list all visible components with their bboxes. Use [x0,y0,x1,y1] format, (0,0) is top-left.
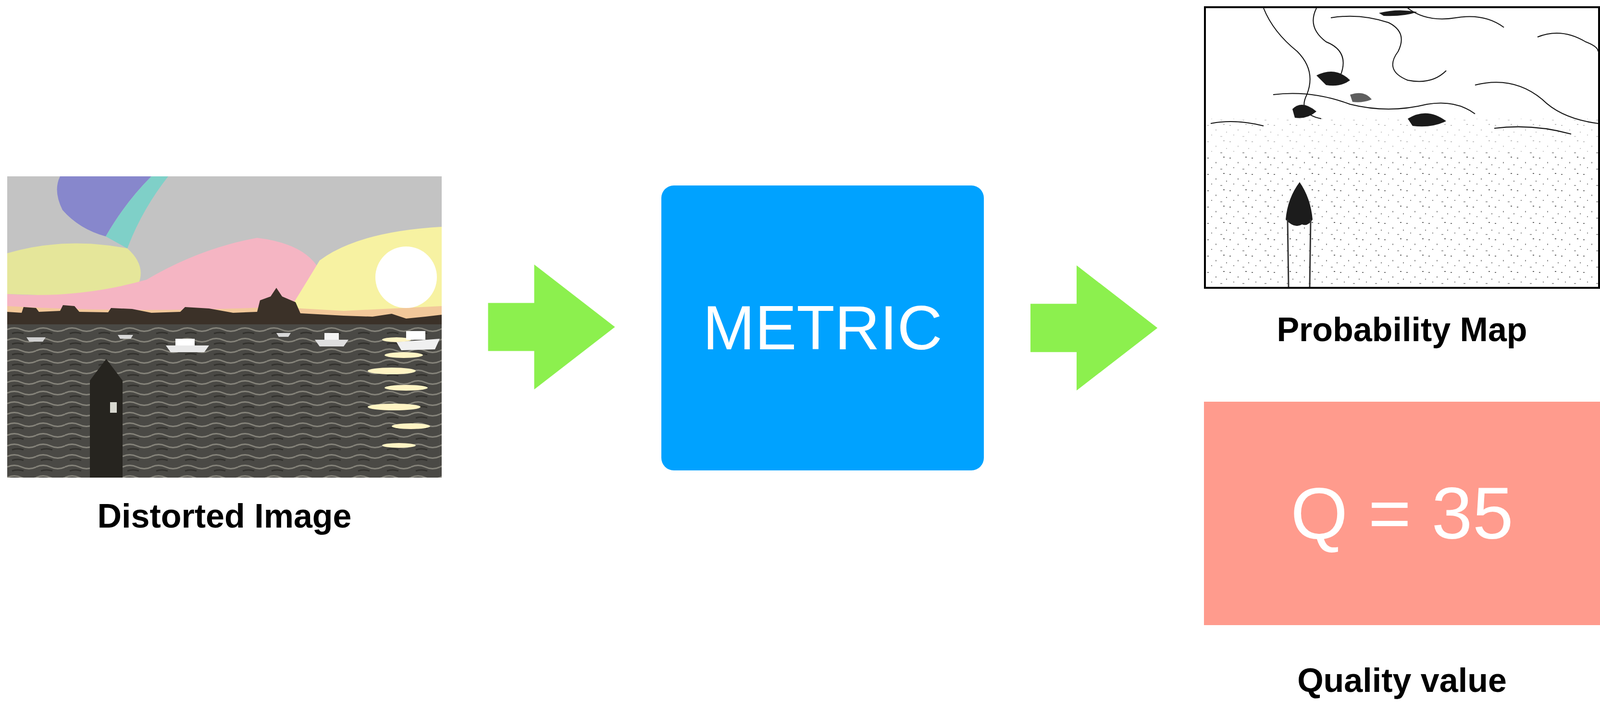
contour [1210,121,1264,126]
glitter [367,367,416,375]
dark-region [1407,113,1447,127]
mooring-post [89,359,123,478]
map-noise [1205,118,1599,153]
flow-arrow [488,264,616,390]
boat [314,339,349,347]
sun-glitter [367,337,431,448]
map-noise [1205,152,1599,287]
output-map: Probability Map [1203,6,1600,360]
map-dark-regions [1292,10,1447,127]
dark-region [1350,93,1372,103]
contour [1263,8,1322,119]
glitter [384,352,423,359]
map-post-outline [1287,219,1311,287]
probability-map [1205,8,1599,287]
dark-region [1378,10,1418,16]
caption-label: Quality value [1203,661,1600,701]
box-label: METRIC [702,293,943,363]
boat [117,334,134,339]
map-ground [1205,8,1599,287]
map-post [1285,182,1313,226]
distorted-photo [7,176,442,478]
metric-box: METRIC [661,185,984,490]
glitter [391,423,431,430]
flow-arrow [1030,265,1158,391]
caption-label: Probability Map [1203,310,1600,350]
flow-arrow [1030,265,1158,391]
dark-region [1316,71,1351,86]
contour [1407,8,1504,28]
photo-frame [7,176,442,478]
boat [165,345,210,353]
quality-box: Q = 35 Quality value [1203,401,1600,702]
box-shape: METRIC [661,185,984,471]
glitter [384,384,428,391]
map-frame [1203,6,1600,289]
water [7,324,442,478]
sky-band-teal [105,176,169,249]
glitter [382,443,416,448]
sun [375,246,437,309]
city-skyline [7,287,442,327]
water-waves [7,326,442,478]
contour [1330,16,1447,82]
boats [26,331,440,353]
input-image: Distorted Image [7,176,442,546]
caption-label: Distorted Image [7,496,442,536]
glitter [367,403,421,411]
box-shape: Q = 35 [1203,401,1600,626]
boat [276,333,291,337]
sky [7,176,442,331]
contour [1494,126,1572,135]
contour [1537,33,1599,52]
boat [26,337,46,342]
map-contours [1210,8,1599,135]
box-label: Q = 35 [1290,472,1514,554]
boat-cabin [406,331,426,340]
boat-cabin [175,338,195,346]
contour [1475,82,1599,124]
boat [396,338,440,351]
post-plate [110,402,117,413]
dark-region [1292,104,1317,119]
boat-cabin [324,333,339,340]
contour [1313,8,1343,76]
